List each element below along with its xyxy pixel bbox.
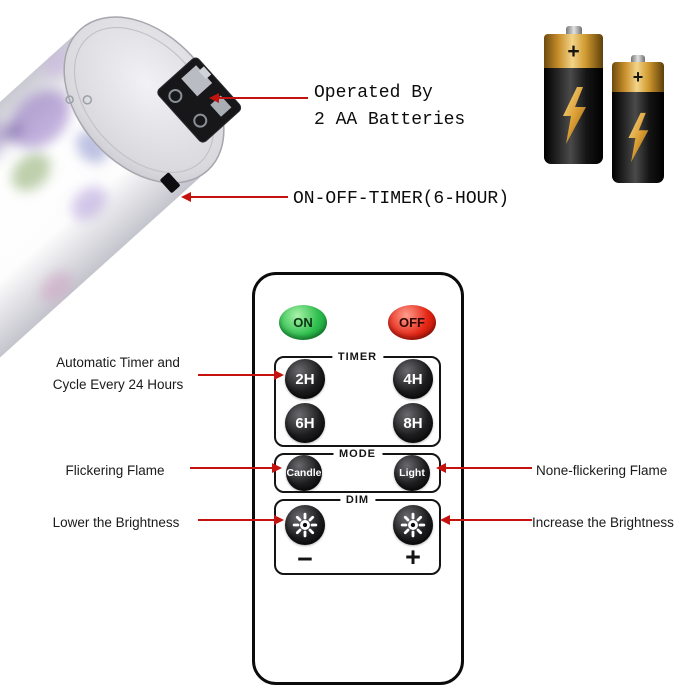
none-flickering-callout: None-flickering Flame bbox=[536, 463, 668, 478]
battery-gold-collar: + bbox=[612, 62, 664, 92]
aa-battery-large: + bbox=[544, 26, 603, 164]
dim-down-button[interactable] bbox=[285, 505, 325, 545]
timer-switch bbox=[160, 172, 180, 193]
candle-mode-button[interactable]: Candle bbox=[286, 455, 322, 491]
timer-8h-button[interactable]: 8H bbox=[393, 403, 433, 443]
battery-plus-symbol: + bbox=[567, 39, 580, 63]
pointer-line bbox=[444, 467, 532, 469]
battery-plus-symbol: + bbox=[632, 67, 644, 87]
battery-callout: Operated By 2 AA Batteries bbox=[314, 80, 465, 134]
pointer-line bbox=[448, 519, 532, 521]
auto-timer-callout: Automatic Timer and Cycle Every 24 Hours bbox=[30, 352, 206, 397]
flickering-callout: Flickering Flame bbox=[65, 463, 165, 478]
auto-timer-line1: Automatic Timer and bbox=[56, 355, 180, 370]
aa-battery-small: + bbox=[612, 55, 664, 183]
minus-sign: − bbox=[297, 544, 313, 574]
arrowhead-right-icon bbox=[274, 370, 284, 380]
floral-pattern bbox=[0, 49, 108, 302]
light-mode-button[interactable]: Light bbox=[394, 455, 430, 491]
wire-coil-detail bbox=[65, 95, 74, 104]
pointer-line bbox=[218, 97, 308, 99]
battery-gold-collar: + bbox=[544, 34, 603, 68]
arrowhead-right-icon bbox=[274, 515, 284, 525]
pointer-line bbox=[190, 467, 274, 469]
battery-body bbox=[612, 92, 664, 183]
timer-group: TIMER bbox=[274, 351, 441, 447]
battery-callout-line1: Operated By bbox=[314, 83, 433, 103]
arrowhead-right-icon bbox=[272, 463, 282, 473]
lightning-bolt-icon bbox=[628, 112, 649, 162]
battery-callout-line2: 2 AA Batteries bbox=[314, 110, 466, 130]
battery-terminal-nub bbox=[565, 26, 582, 34]
mode-group-label: MODE bbox=[333, 448, 382, 461]
timer-6h-button[interactable]: 6H bbox=[285, 403, 325, 443]
dim-group: DIM bbox=[274, 494, 441, 575]
arrowhead-left-icon bbox=[440, 515, 450, 525]
arrowhead-left-icon bbox=[181, 192, 191, 202]
remote-control: ON OFF TIMER 2H 4H 6H 8H MODE Candle Lig… bbox=[252, 272, 464, 685]
timer-4h-button[interactable]: 4H bbox=[393, 359, 433, 399]
battery-terminal-nub bbox=[631, 55, 645, 62]
candle-top-face bbox=[63, 16, 225, 184]
arrowhead-left-icon bbox=[209, 93, 219, 103]
arrowhead-left-icon bbox=[436, 463, 446, 473]
plus-sign: + bbox=[405, 542, 421, 572]
lower-brightness-callout: Lower the Brightness bbox=[52, 515, 180, 530]
off-button[interactable]: OFF bbox=[388, 305, 436, 340]
on-button[interactable]: ON bbox=[279, 305, 327, 340]
pointer-line bbox=[190, 196, 288, 198]
dim-up-button[interactable] bbox=[393, 505, 433, 545]
candle-photo bbox=[0, 16, 242, 387]
timer-group-label: TIMER bbox=[331, 351, 384, 364]
increase-brightness-callout: Increase the Brightness bbox=[532, 515, 674, 530]
mode-group: MODE bbox=[274, 448, 441, 493]
pointer-line bbox=[198, 519, 276, 521]
timer-2h-button[interactable]: 2H bbox=[285, 359, 325, 399]
dim-group-label: DIM bbox=[339, 494, 376, 507]
timer-switch-callout: ON-OFF-TIMER(6-HOUR) bbox=[293, 189, 510, 209]
sun-icon bbox=[292, 512, 318, 538]
auto-timer-line2: Cycle Every 24 Hours bbox=[52, 377, 184, 393]
battery-body bbox=[544, 68, 603, 164]
sun-icon bbox=[400, 512, 426, 538]
wire-coil-detail bbox=[82, 95, 93, 105]
lightning-bolt-icon bbox=[562, 87, 586, 144]
pointer-line bbox=[198, 374, 276, 376]
